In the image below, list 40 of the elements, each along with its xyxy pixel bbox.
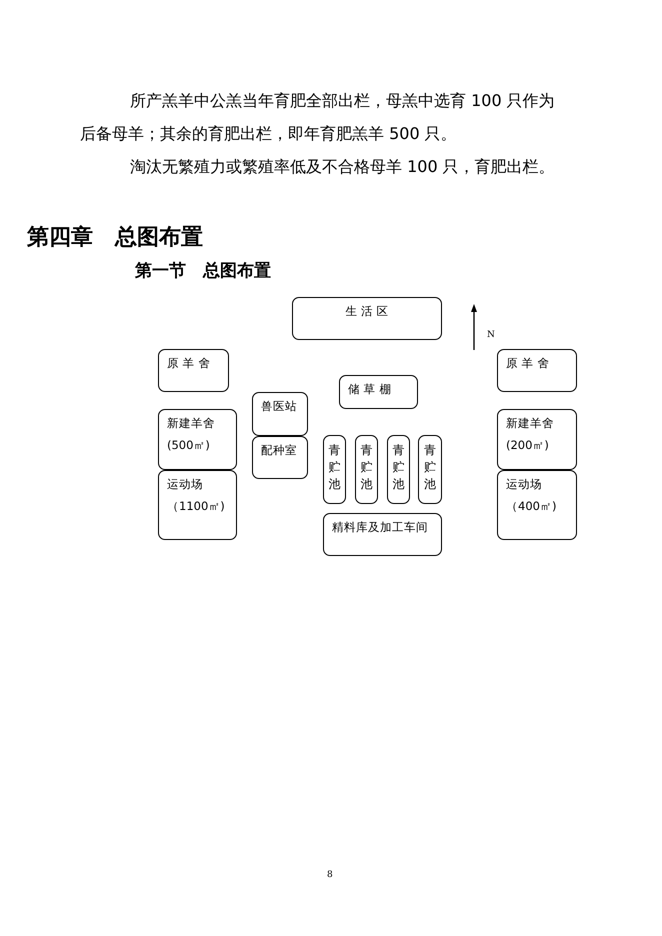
page-number: 8 (327, 870, 333, 880)
node-label: 青贮池 (392, 442, 404, 492)
chapter-heading: 第四章 总图布置 (27, 223, 203, 252)
silage-pit-box (387, 435, 410, 504)
building-box (158, 409, 237, 470)
node-label: (500㎡) (167, 438, 210, 452)
silage-pit-box (355, 435, 378, 504)
node-label: 运动场 (506, 477, 542, 491)
building-box (497, 470, 577, 540)
silage-pit-box (323, 435, 346, 504)
building-box (292, 297, 442, 340)
node-label: 青贮池 (328, 442, 340, 492)
node-label: 精料库及加工车间 (332, 520, 428, 534)
section-heading: 第一节 总图布置 (135, 260, 271, 282)
node-label: 青贮池 (360, 442, 372, 492)
body-paragraph: 淘汰无繁殖力或繁殖率低及不合格母羊 100 只，育肥出栏。 (129, 156, 556, 178)
node-label: （400㎡) (506, 499, 556, 513)
node-label: 新建羊舍 (167, 416, 215, 430)
node-label: 储 草 棚 (348, 382, 392, 396)
body-paragraph: 所产羔羊中公羔当年育肥全部出栏，母羔中选育 100 只作为后备母羊；其余的育肥出栏，即年育肥羔羊 500 只。 (80, 90, 556, 145)
building-box (252, 392, 308, 436)
building-box (497, 409, 577, 470)
building-box (252, 436, 308, 479)
node-label: 兽医站 (261, 399, 297, 413)
building-box (339, 375, 418, 409)
building-box (158, 470, 237, 540)
node-label: 青贮池 (424, 442, 436, 492)
node-label: 配种室 (261, 443, 297, 457)
building-box (497, 349, 577, 392)
node-label: 新建羊舍 (506, 416, 554, 430)
node-label: 运动场 (167, 477, 203, 491)
silage-pit-box (418, 435, 442, 504)
node-label: (200㎡) (506, 438, 549, 452)
building-box (158, 349, 229, 392)
node-label: 原 羊 舍 (167, 356, 210, 370)
node-label: （1100㎡) (167, 499, 225, 513)
node-label: 原 羊 舍 (506, 356, 550, 370)
building-box (323, 513, 442, 556)
north-label: N (487, 330, 495, 340)
node-label: 生 活 区 (345, 304, 389, 318)
